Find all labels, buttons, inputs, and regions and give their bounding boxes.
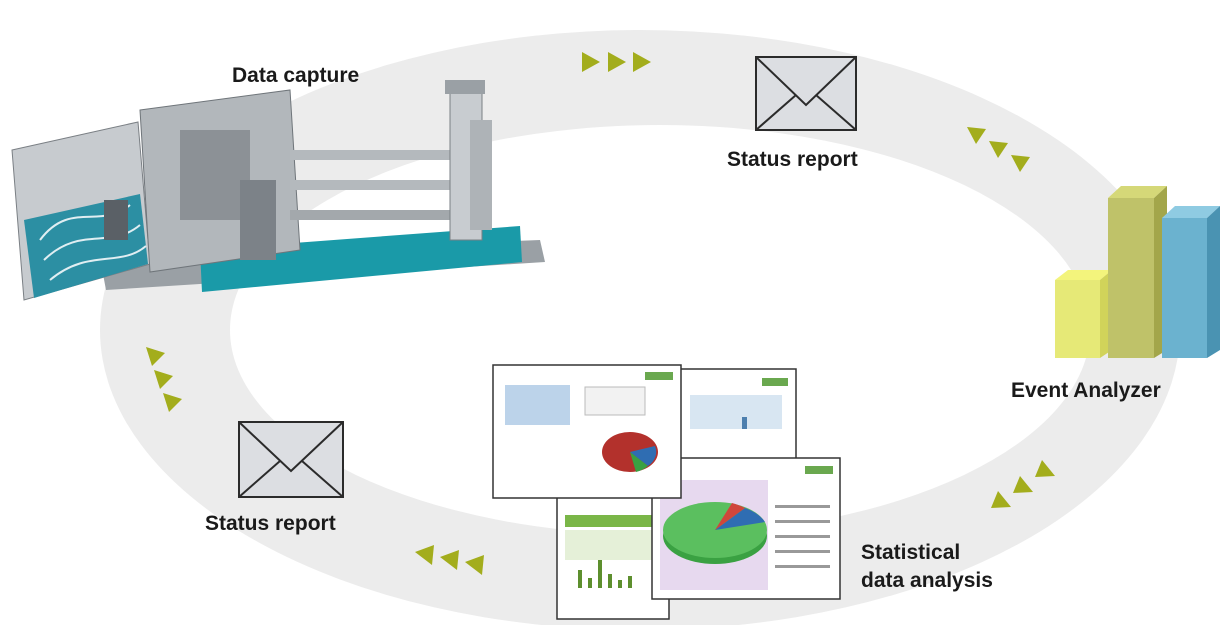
label-status-report-top: Status report [727,148,858,171]
arrows-right-bottom [991,460,1055,508]
arrows-top [582,52,651,72]
arrows-right-top [967,127,1030,172]
bar-chart-icon [1055,186,1220,358]
machine-image [11,80,545,301]
label-status-report-left: Status report [205,512,336,535]
report-stack-image [492,364,841,620]
label-data-capture: Data capture [232,64,360,87]
label-event-analyzer: Event Analyzer [1011,379,1161,402]
label-statistical-line2: data analysis [861,569,993,592]
label-statistical-line1: Statistical [861,541,961,564]
arrows-left [146,347,182,412]
arrows-bottom-left [415,545,484,575]
envelope-icon [755,56,857,131]
label-statistical-data-analysis: Statistical data analysis [861,539,993,595]
envelope-icon [238,421,344,498]
cycle-ring [100,30,1180,625]
